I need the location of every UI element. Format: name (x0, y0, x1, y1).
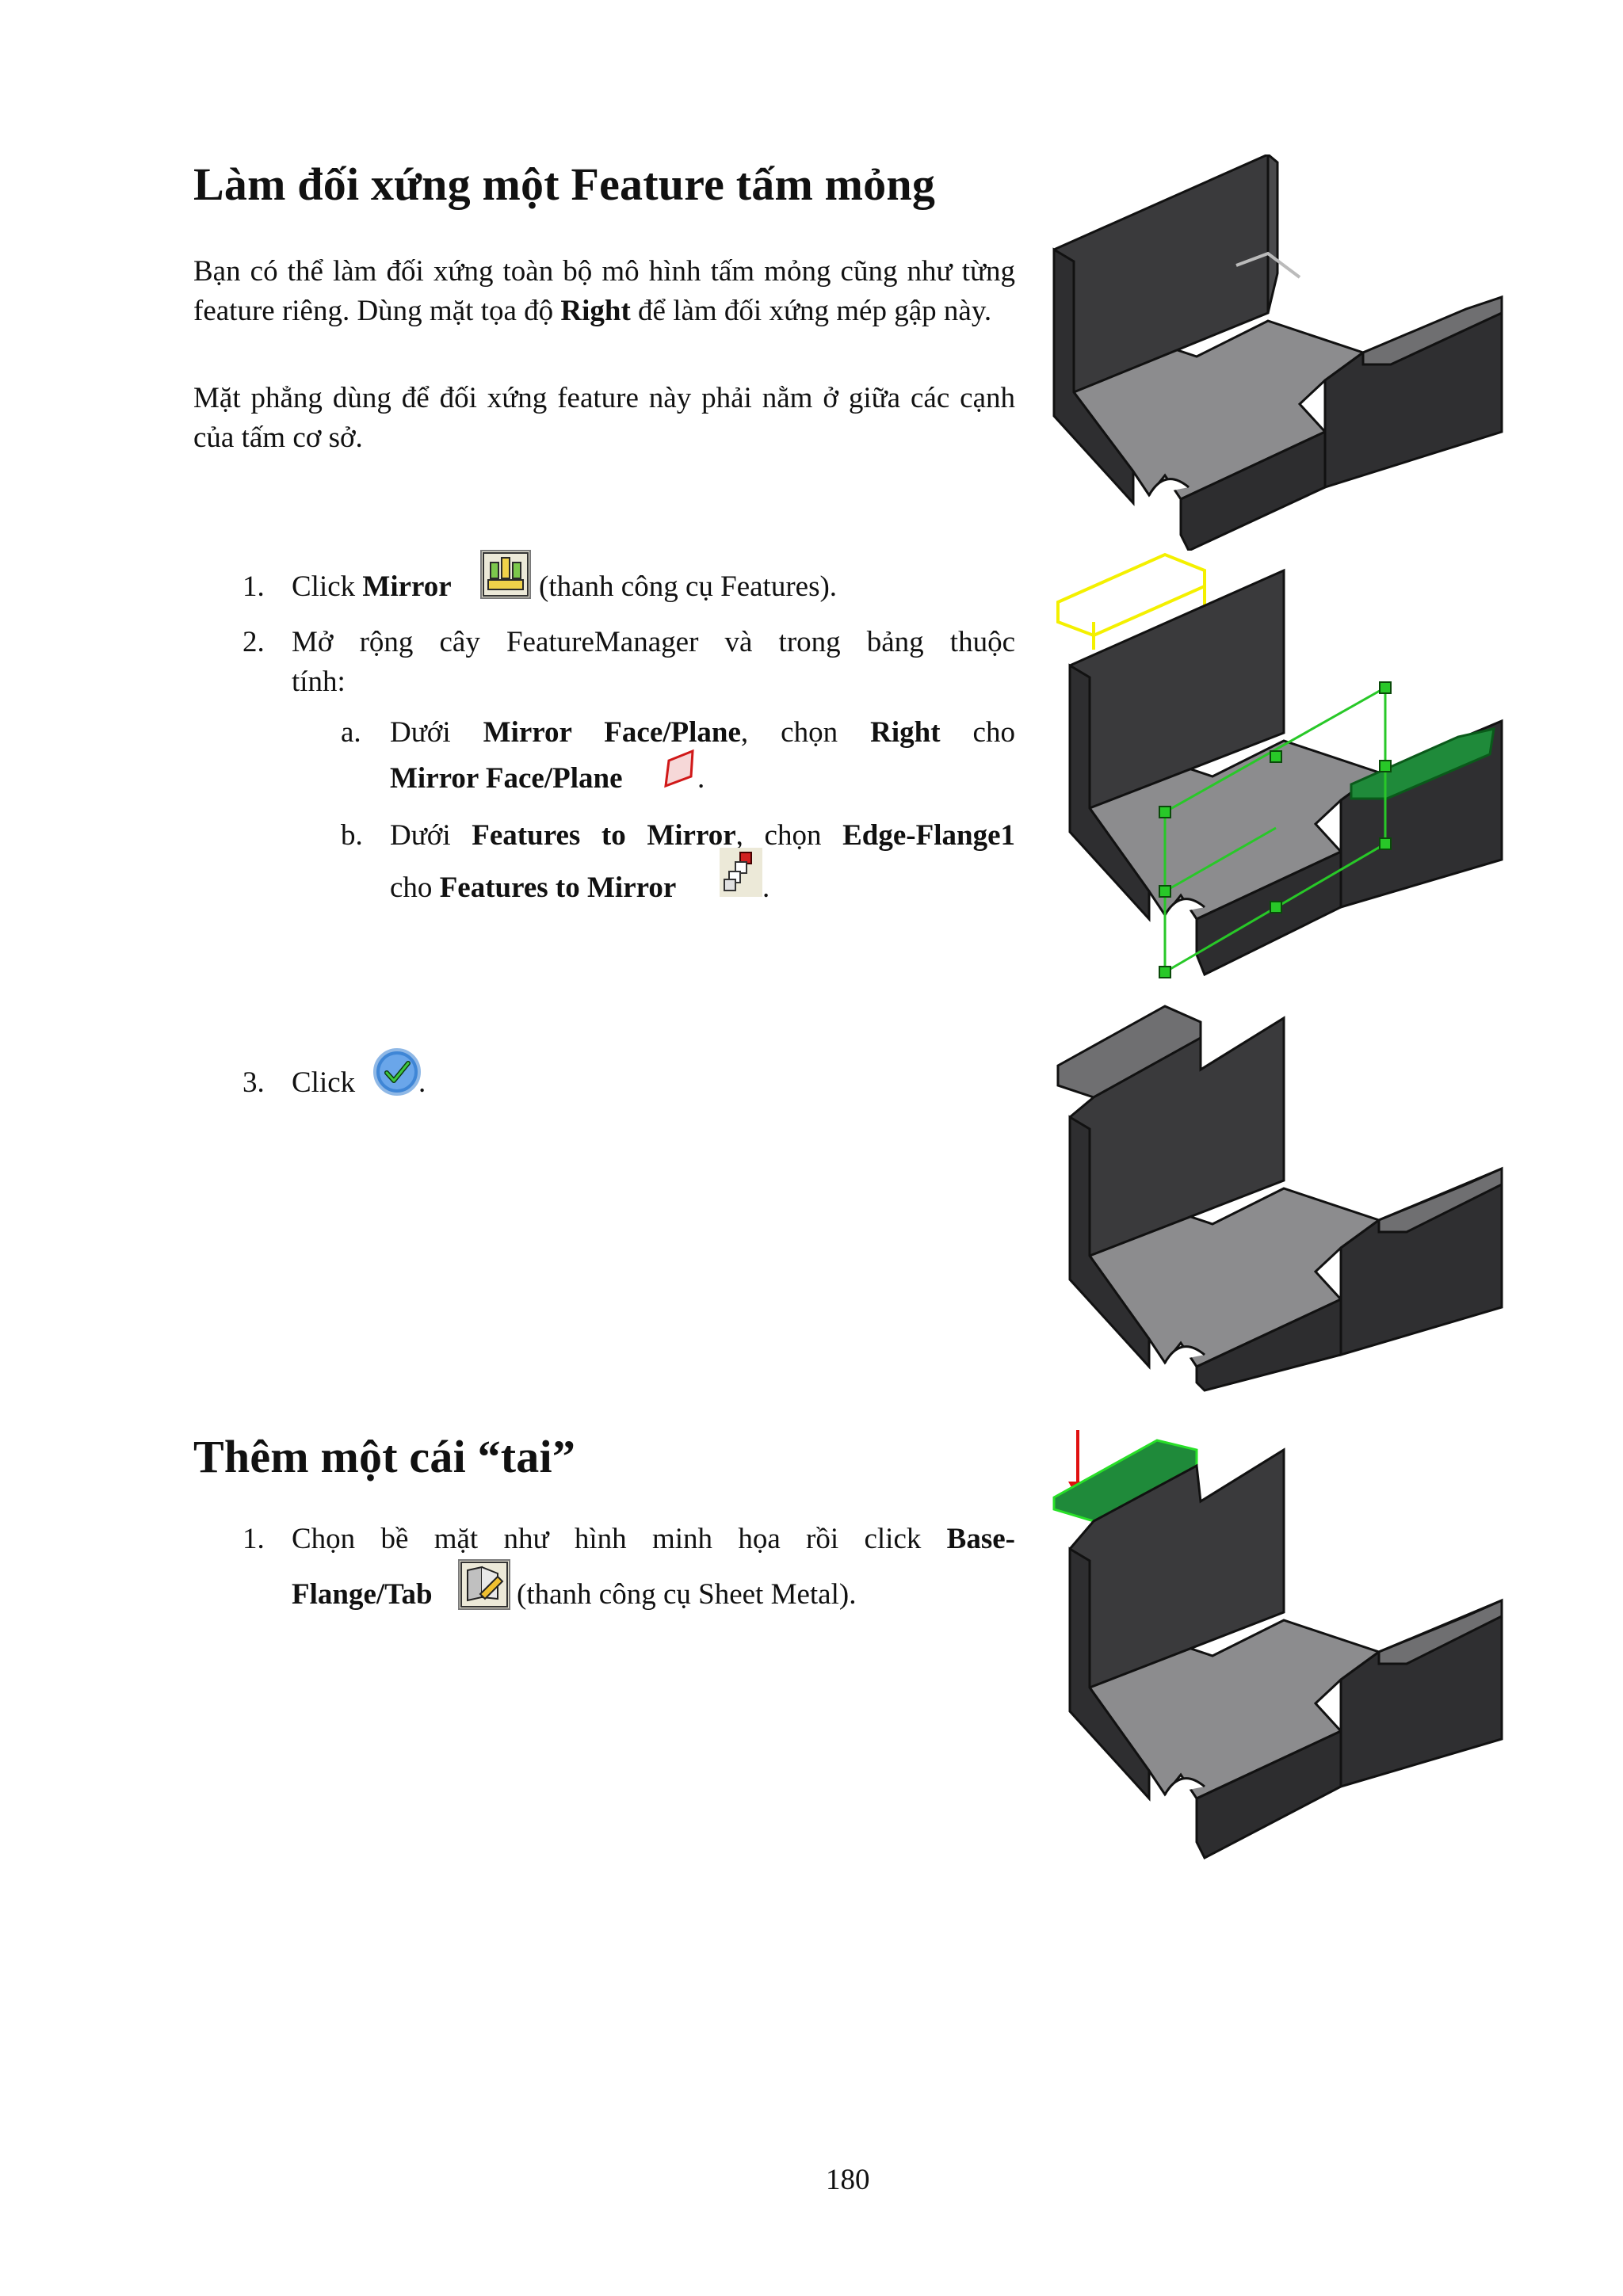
step-3-text: Click (292, 1066, 356, 1099)
tab-step-1-line-2: Flange/Tab (292, 1575, 433, 1615)
step-1-text: Click Mirror (292, 567, 452, 607)
step-2b-b3: Features to Mirror (439, 871, 677, 904)
step-1-pre: Click (292, 570, 363, 603)
step-2-number: 2. (242, 626, 265, 658)
intro-text-2: để làm đối xứng mép gập này. (630, 295, 992, 327)
step-2b-letter: b. (341, 819, 363, 852)
plane-note-paragraph: Mặt phẳng dùng để đối xứng feature này p… (193, 382, 1015, 454)
step-2-line-1: Mở rộng cây FeatureManager và trong bảng… (292, 626, 1015, 658)
step-2a-letter: a. (341, 716, 361, 749)
intro-paragraph: Bạn có thể làm đối xứng toàn bộ mô hình … (193, 252, 1015, 331)
figure-mirror-preview (1046, 547, 1537, 986)
step-2a-t1: Dưới (390, 716, 483, 749)
tab-step-1-line-1: Chọn bề mặt như hình minh họa rồi click … (292, 1520, 1015, 1559)
tab-step-1-text: Chọn bề mặt như hình minh họa rồi click (292, 1523, 947, 1555)
page-number: 180 (826, 2164, 870, 2196)
step-2a-b3: Mirror Face/Plane (390, 762, 623, 795)
step-2a-line-2: Mirror Face/Plane (390, 759, 623, 799)
step-2a-b1: Mirror Face/Plane (483, 716, 741, 749)
tab-step-1-number: 1. (242, 1523, 265, 1555)
tab-step-1-post: (thanh công cụ Sheet Metal). (517, 1578, 857, 1611)
features-to-mirror-icon[interactable] (720, 848, 762, 908)
tab-step-1-bold-2: Flange/Tab (292, 1578, 433, 1611)
figure-original-part (1030, 151, 1522, 555)
step-1-post: (thanh công cụ Features). (539, 570, 838, 603)
intro-text-1: Bạn có thể làm đối xứng toàn bộ mô hình … (193, 255, 1015, 327)
step-2a-line-1: Dưới Mirror Face/Plane, chọn Right cho (390, 713, 1015, 753)
tab-step-1-bold-1: Base- (946, 1523, 1015, 1555)
step-2a-t2: , chọn (740, 716, 871, 749)
ok-check-icon[interactable] (372, 1047, 422, 1108)
step-2b-period: . (762, 871, 770, 904)
step-2b-b1: Features to Mirror (472, 819, 736, 852)
section-title-mirror: Làm đối xứng một Feature tấm mỏng (193, 158, 936, 210)
step-1-number: 1. (242, 570, 265, 603)
plane-icon[interactable] (663, 748, 697, 800)
step-2b-t1: Dưới (390, 819, 472, 852)
mirror-feature-icon[interactable] (480, 550, 531, 610)
step-2-line-2: tính: (292, 666, 346, 698)
figure-mirrored-result (1046, 994, 1537, 1402)
figure-tab-selection (1046, 1426, 1537, 1874)
step-2a-t3: cho (940, 716, 1015, 749)
step-1-bold: Mirror (362, 570, 452, 603)
step-2a-b2: Right (870, 716, 941, 749)
section-title-tab: Thêm một cái “tai” (193, 1431, 576, 1482)
step-3-number: 3. (242, 1066, 265, 1099)
step-3-period: . (418, 1066, 426, 1099)
step-2b-line-1: Dưới Features to Mirror, chọn Edge-Flang… (390, 816, 1015, 856)
step-2a-period: . (697, 762, 705, 795)
step-2b-t3: cho (390, 871, 440, 904)
step-2b-line-2: cho Features to Mirror (390, 868, 676, 908)
intro-bold-right: Right (560, 295, 631, 327)
base-flange-tab-icon[interactable] (458, 1559, 510, 1621)
step-2b-t2: , chọn (735, 819, 843, 852)
step-2b-b2: Edge-Flange1 (842, 819, 1015, 852)
